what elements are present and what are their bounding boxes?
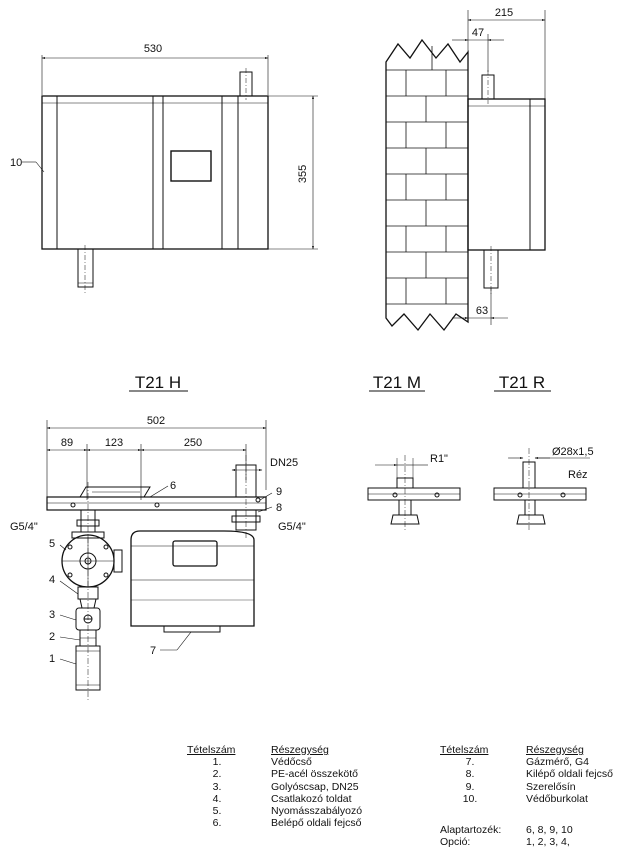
- variant-m-drawing: [367, 455, 461, 530]
- legend-number: 4.: [212, 792, 222, 805]
- legend-part: Gázmérő, G4: [526, 756, 590, 768]
- variant-r-label: Ø28x1,5: [552, 446, 594, 458]
- front-view: [22, 55, 318, 295]
- accessories-label: Alaptartozék:: [440, 824, 502, 836]
- legend-part: PE-acél összekötő: [271, 768, 358, 781]
- callout-8: 8: [276, 502, 282, 514]
- accessories-value: 6, 8, 9, 10: [526, 824, 573, 836]
- legend-number: 8.: [465, 768, 475, 781]
- installation-view: [46, 420, 273, 700]
- legend-left-number-header: Tételszám: [187, 744, 236, 756]
- install-dn-label: DN25: [270, 457, 298, 469]
- legend-part: Szerelősín: [526, 780, 576, 793]
- legend-right-part-header: Részegység: [526, 744, 584, 756]
- front-height-dim: 355: [297, 165, 309, 183]
- callout-2: 2: [49, 631, 55, 643]
- legend-part: Belépő oldali fejcső: [271, 817, 362, 830]
- legend-right-number-header: Tételszám: [440, 744, 489, 756]
- front-width-dim: 530: [144, 43, 162, 55]
- variant-m-label: R1": [430, 453, 448, 465]
- title-t21-m: T21 M: [373, 373, 421, 392]
- title-t21-r: T21 R: [499, 373, 545, 392]
- install-g-left: G5/4": [10, 521, 38, 533]
- side-depth-dim: 215: [495, 7, 513, 19]
- legend-part: Nyomásszabályozó: [271, 805, 363, 818]
- title-t21-h: T21 H: [135, 373, 181, 392]
- install-total-dim: 502: [147, 415, 165, 427]
- legend-number: 1.: [212, 756, 222, 768]
- side-view: [385, 10, 546, 332]
- legend-number: 3.: [212, 780, 222, 793]
- side-47-dim: 47: [472, 27, 484, 39]
- legend-left-part-header: Részegység: [271, 744, 329, 756]
- callout-6: 6: [170, 480, 176, 492]
- legend-part: Védőcső: [271, 756, 312, 768]
- install-250-dim: 250: [184, 437, 202, 449]
- callout-1: 1: [49, 653, 55, 665]
- legend-part: Golyóscsap, DN25: [271, 780, 359, 793]
- legend-number: 2.: [212, 768, 222, 781]
- install-g-right: G5/4": [278, 521, 306, 533]
- legend-number: 9.: [465, 780, 475, 793]
- legend-part: Kilépő oldali fejcső: [526, 768, 613, 781]
- install-123-dim: 123: [105, 437, 123, 449]
- legend-part: Csatlakozó toldat: [271, 792, 352, 805]
- callout-10: 10: [10, 157, 22, 169]
- callout-5: 5: [49, 538, 55, 550]
- option-value: 1, 2, 3, 4,: [526, 836, 570, 849]
- variant-r-drawing: [493, 448, 590, 530]
- legend-part: Védőburkolat: [526, 792, 588, 805]
- legend-number: 10.: [462, 792, 478, 805]
- callout-7: 7: [150, 645, 156, 657]
- callout-4: 4: [49, 574, 55, 586]
- drawing-labels: 530 355 10 215 47 63 T21 H T21 M T21 R 5…: [10, 7, 594, 665]
- option-label: Opció:: [440, 836, 471, 849]
- legend-number: 5.: [212, 805, 222, 818]
- legend-number: 6.: [212, 817, 222, 830]
- install-89-dim: 89: [61, 437, 73, 449]
- callout-3: 3: [49, 609, 55, 621]
- variant-r-material: Réz: [568, 469, 588, 481]
- legend-number: 7.: [465, 756, 475, 768]
- side-63-dim: 63: [476, 305, 488, 317]
- callout-9: 9: [276, 486, 282, 498]
